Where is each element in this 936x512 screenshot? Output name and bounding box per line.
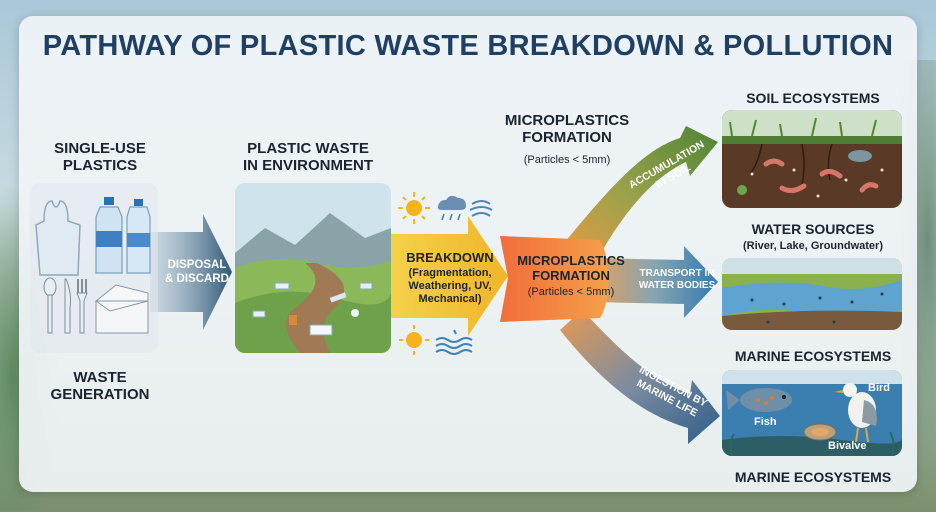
water-heading: WATER SOURCES (751, 221, 875, 237)
source-footer: WASTE GENERATION (50, 369, 150, 404)
fish-label: Fish (754, 416, 777, 428)
soil-heading: SOIL ECOSYSTEMS (746, 90, 880, 106)
plastic-debris (252, 282, 373, 336)
rain-cloud-icon (438, 195, 466, 221)
source-card (30, 183, 158, 353)
breakdown-title: BREAKDOWN (406, 250, 494, 265)
microplastics-top-sub: (Particles < 5mm) (523, 154, 611, 166)
water-card (722, 258, 902, 330)
fish-fossil (848, 150, 872, 162)
marine-footer: MARINE ECOSYSTEMS (734, 469, 892, 485)
water-branch-arrow (590, 246, 718, 318)
weather-icons-bottom (399, 325, 473, 355)
marine-illustration (722, 370, 902, 456)
breakdown-arrow (388, 216, 508, 336)
bivalve-label: Bivalve (828, 440, 867, 452)
disposal-label: DISPOSAL & DISCARD (165, 259, 229, 286)
weather-icons-top (398, 192, 493, 224)
wind-icon (469, 200, 493, 217)
plastic-bag-icon (35, 200, 81, 276)
clam-icon (803, 423, 837, 441)
disposal-arrow (150, 214, 232, 330)
bird-label: Bird (868, 382, 890, 394)
marine-card: Fish Bird Bivalve (722, 370, 902, 456)
soil-illustration (722, 110, 902, 208)
knife-icon (64, 278, 71, 334)
fork-icon (76, 279, 88, 334)
environment-card (235, 183, 391, 353)
water-branch-label: TRANSPORT IN WATER BODIES (638, 268, 716, 291)
water-bottle-icon (95, 197, 123, 274)
microplastics-arrow (500, 236, 609, 322)
breakdown-detail: (Fragmentation, Weathering, UV, Mechanic… (408, 267, 492, 306)
sun-icon (399, 325, 429, 355)
wave-icon (435, 329, 473, 355)
microplastics-arrow-heading: MICROPLASTICS FORMATION (517, 253, 625, 283)
microplastics-arrow-text: MICROPLASTICS FORMATION (Particles < 5mm… (506, 253, 636, 298)
source-heading: SINGLE-USE PLASTICS (54, 140, 146, 175)
microplastics-top-heading: MICROPLASTICS FORMATION (504, 112, 630, 147)
water-sub: (River, Lake, Groundwater) (743, 240, 883, 252)
sun-icon (398, 192, 430, 224)
river-illustration (722, 258, 902, 330)
soil-card (722, 110, 902, 208)
microplastics-arrow-sub: (Particles < 5mm) (527, 285, 615, 298)
soil-branch-arrow (560, 126, 718, 258)
fish-icon (726, 388, 792, 412)
takeout-box-icon (94, 284, 149, 334)
page-title: PATHWAY OF PLASTIC WASTE BREAKDOWN & POL… (42, 30, 894, 62)
marine-branch-arrow (560, 310, 720, 444)
water-bottle-icon (126, 199, 151, 274)
breakdown-text: BREAKDOWN (Fragmentation, Weathering, UV… (398, 250, 502, 307)
marine-heading: MARINE ECOSYSTEMS (734, 348, 892, 364)
single-use-plastics-illustration (35, 197, 151, 334)
landscape-illustration (235, 183, 391, 353)
worm-icon (763, 158, 879, 194)
spoon-icon (43, 277, 57, 334)
bird-icon (834, 383, 877, 443)
environment-heading: PLASTIC WASTE IN ENVIRONMENT (242, 140, 373, 175)
